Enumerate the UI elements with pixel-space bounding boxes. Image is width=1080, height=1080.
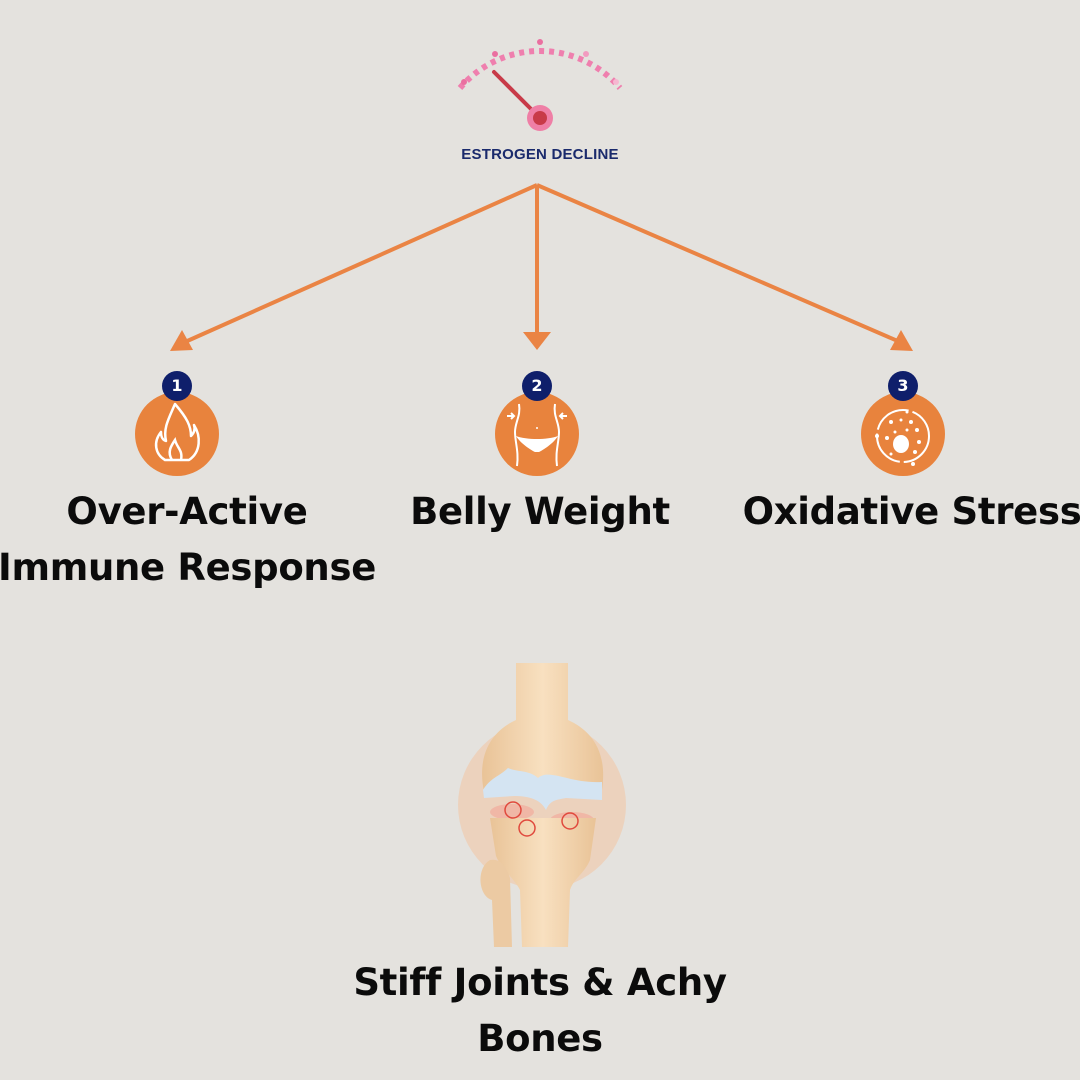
effect-1-label: Over-Active Immune Response <box>0 490 377 589</box>
waist-icon <box>507 403 567 467</box>
arrowhead-1 <box>170 330 193 351</box>
arrowhead-3 <box>890 330 913 351</box>
effect-1-circle <box>135 392 219 476</box>
estrogen-gauge-icon <box>457 39 623 131</box>
effect-3-circle <box>861 392 945 476</box>
flame-icon <box>154 402 200 462</box>
arrow-3 <box>536 183 901 344</box>
outcome-label: Stiff Joints & Achy Bones <box>353 961 727 1060</box>
estrogen-decline-title: ESTROGEN DECLINE <box>461 146 619 163</box>
effect-3-label: Oxidative Stress <box>742 490 1080 533</box>
effect-2-badge: 2 <box>522 371 552 401</box>
effect-2-label: Belly Weight <box>410 490 670 533</box>
arrowhead-2 <box>523 332 551 350</box>
effect-2-circle <box>495 392 579 476</box>
cell-icon <box>875 409 930 466</box>
arrow-1 <box>184 183 538 344</box>
arrows <box>170 183 913 351</box>
effect-3-badge: 3 <box>888 371 918 401</box>
knee-joint-illustration <box>458 663 626 947</box>
effect-1-badge: 1 <box>162 371 192 401</box>
